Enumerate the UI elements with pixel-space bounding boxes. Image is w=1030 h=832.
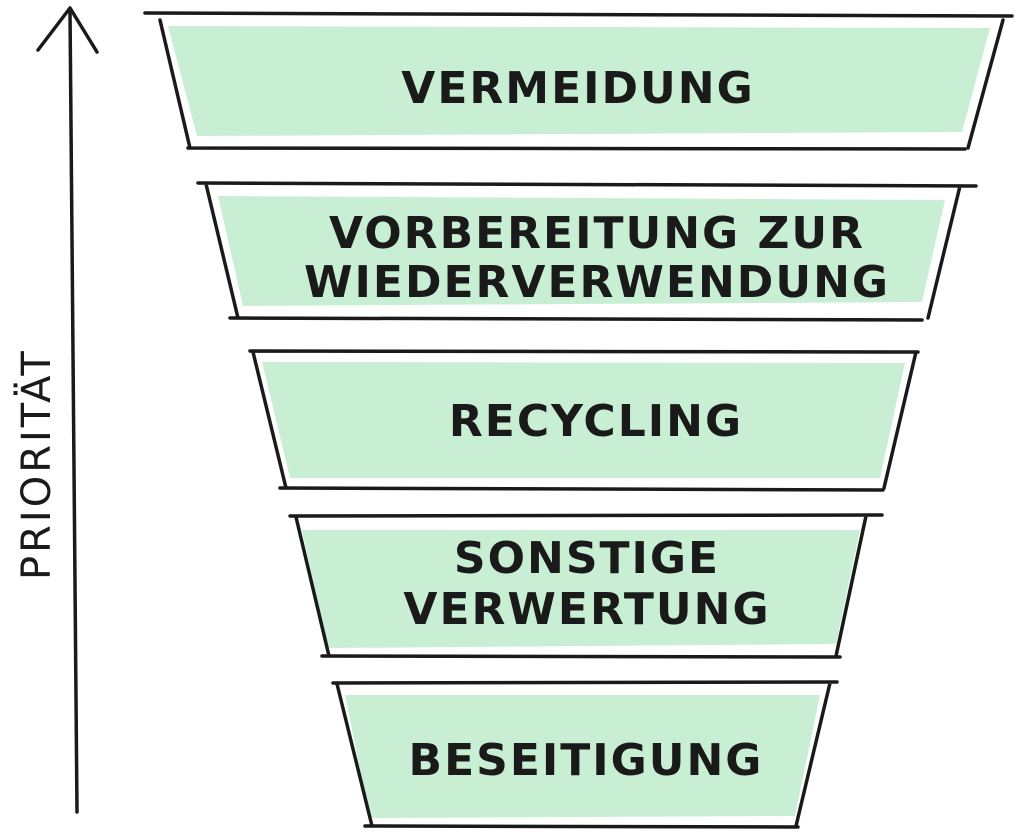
tier-recycling: RECYCLING (248, 349, 920, 492)
tier-fill (262, 362, 905, 478)
priority-axis: PRIORITÄT (12, 6, 99, 814)
tier-label: VORBEREITUNG ZUR (329, 208, 865, 259)
tier-outline (248, 349, 920, 492)
tier-fill (302, 530, 860, 648)
tier-label: VERMEIDUNG (401, 63, 754, 114)
tier-outline (196, 181, 978, 322)
tier-beseitigung: BESEITIGUNG (331, 680, 839, 829)
tier-fill (168, 26, 990, 136)
axis-label: PRIORITÄT (12, 348, 60, 580)
tier-label: BESEITIGUNG (409, 735, 764, 786)
tier-vorbereitung-zur-wiederverwendung: VORBEREITUNG ZUR WIEDERVERWENDUNG (196, 181, 978, 322)
tier-label: WIEDERVERWENDUNG (304, 257, 890, 308)
axis-arrowhead-icon (36, 6, 99, 54)
tier-label: RECYCLING (449, 396, 743, 447)
tier-outline (288, 513, 884, 659)
tier-fill (218, 196, 945, 306)
tier-fill (345, 695, 820, 818)
tier-outline (331, 680, 839, 829)
tier-vermeidung: VERMEIDUNG (143, 11, 1014, 151)
axis-line (68, 8, 79, 814)
tier-label: SONSTIGE (454, 533, 720, 584)
tier-outline (143, 11, 1014, 151)
tier-sonstige-verwertung: SONSTIGE VERWERTUNG (288, 513, 884, 659)
tier-label: VERWERTUNG (403, 584, 770, 635)
